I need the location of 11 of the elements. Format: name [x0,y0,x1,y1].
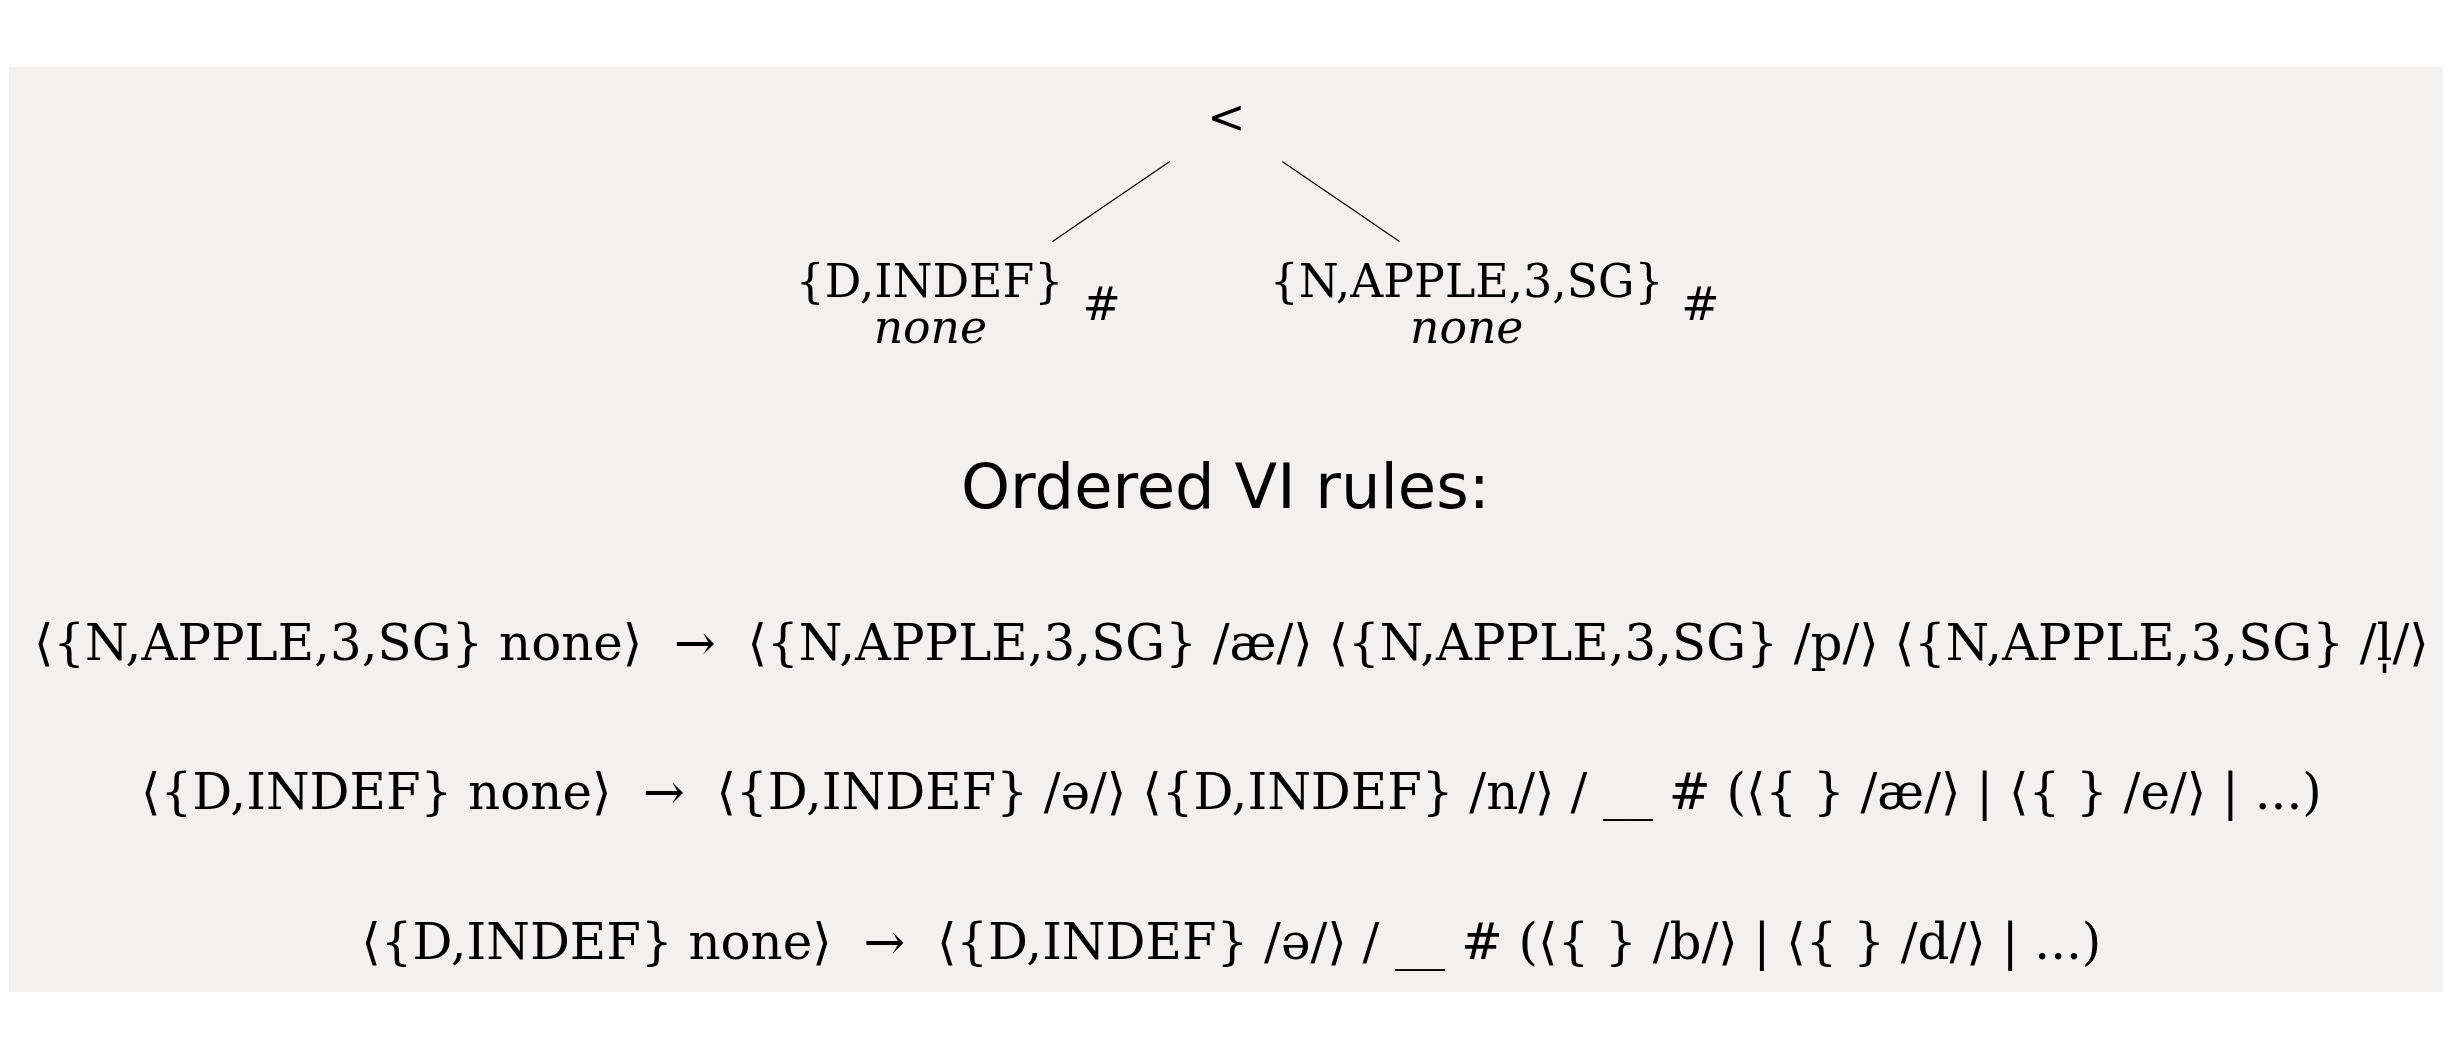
label: ⟨{D,INDEF} none⟩ → ⟨{D,INDEF} /ə/⟩ ⟨{D,INDEF} /n/⟩ / __ # (⟨{ } /æ/⟩ | ⟨{ } /e/⟩ | ...) [140,763,2322,822]
label: Ordered VI rules: [960,449,1490,523]
label: ⟨{D,INDEF} none⟩ → ⟨{D,INDEF} /ə/⟩ / __ # (⟨{ } /b/⟩ | ⟨{ } /d/⟩ | ...) [361,913,2102,972]
node-text: < [1207,90,1246,144]
label: ⟨{N,APPLE,3,SG} none⟩ → ⟨{N,APPLE,3,SG} /æ/⟩ ⟨{N,APPLE,3,SG} /p/⟩ ⟨{N,APPLE,3,SG} /l̩/⟩ [33,613,2429,672]
connector [1051,160,1171,243]
node-text: {N,APPLE,3,SG} none [1269,254,1664,354]
node-label: # [1681,277,1720,331]
connector [1281,160,1401,243]
node-label: # [1082,277,1121,331]
node-text: {D,INDEF} none [795,254,1064,354]
